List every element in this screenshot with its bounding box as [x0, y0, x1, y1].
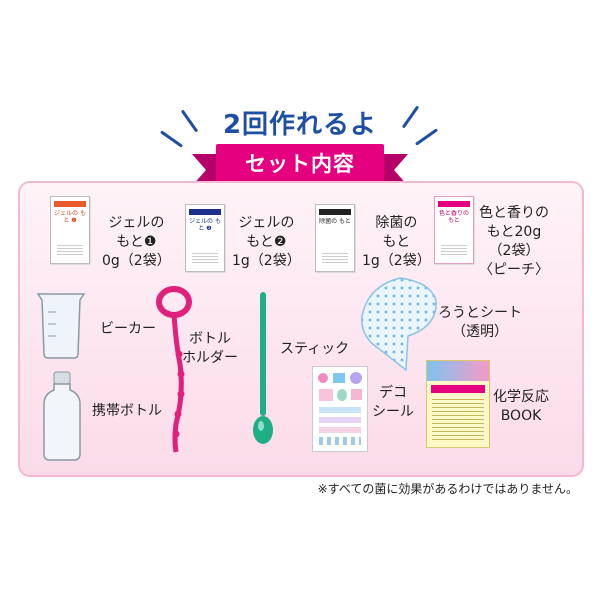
holder-line-2: ホルダー	[182, 350, 238, 366]
sticker	[351, 389, 362, 400]
antibac-line-1: 除菌の	[375, 215, 418, 231]
antibac-label: 除菌の もと 1g（2袋）	[362, 214, 431, 271]
beaker-image	[36, 293, 86, 359]
scent-line-3: （2袋）	[488, 243, 540, 259]
deco-label: デコ シール	[372, 384, 414, 422]
gel1-line-3: 0g（2袋）	[102, 253, 171, 269]
deco-line-2: シール	[372, 404, 414, 420]
pack-title: 色と香りの もと	[438, 210, 469, 224]
gel1-line-1: ジェルの	[108, 215, 165, 231]
chemistry-book-image	[426, 360, 490, 448]
book-line-2: BOOK	[500, 408, 542, 424]
holder-line-1: ボトル	[189, 331, 231, 347]
antibac-line-2: もと	[382, 234, 411, 250]
disclaimer-note: ※すべての菌に効果があるわけではありません。	[317, 482, 578, 496]
sticker	[319, 389, 333, 401]
sticker	[319, 417, 361, 423]
pack-title: ジェルの もと ❷	[189, 218, 221, 232]
gel2-pack-image: ジェルの もと ❷	[185, 204, 225, 272]
ribbon-label: セット内容	[216, 144, 384, 182]
bottle-image	[43, 371, 81, 461]
funnel-line-1: ろうとシート	[438, 305, 522, 321]
stick-label: スティック	[280, 341, 350, 357]
pack-band	[319, 209, 351, 215]
pack-title: ジェルの もと ❶	[54, 210, 86, 224]
headline: 2回作れるよ	[150, 98, 450, 148]
deco-line-1: デコ	[379, 385, 407, 401]
sticker	[319, 427, 361, 433]
pack-band	[438, 201, 470, 207]
sticker	[319, 407, 361, 413]
gel1-label: ジェルの もと❶ 0g（2袋）	[102, 214, 171, 271]
sticker	[350, 372, 362, 384]
headline-text: 2回作れるよ	[222, 110, 378, 140]
pack-text-lines	[322, 253, 348, 263]
stick-image	[253, 292, 273, 444]
pack-text-lines	[441, 245, 467, 255]
book-text-lines	[432, 399, 484, 441]
funnel-sheet-image	[361, 277, 437, 372]
book-title-band	[431, 385, 485, 393]
book-label: 化学反応 BOOK	[493, 388, 549, 426]
holder-label: ボトル ホルダー	[182, 330, 238, 368]
bottle-label: 携帯ボトル	[92, 403, 162, 419]
sticker	[318, 373, 328, 383]
gel2-line-3: 1g（2袋）	[232, 253, 301, 269]
gel2-label: ジェルの もと❷ 1g（2袋）	[232, 214, 301, 271]
scent-pack-image: 色と香りの もと	[434, 196, 474, 264]
gel1-pack-image: ジェルの もと ❶	[50, 196, 90, 264]
antibac-pack-image: 除菌の もと	[315, 204, 355, 272]
scent-line-4: 〈ピーチ〉	[479, 262, 549, 278]
book-line-1: 化学反応	[493, 389, 549, 405]
scent-label: 色と香りの もと20g （2袋） 〈ピーチ〉	[479, 204, 549, 280]
sticker	[319, 437, 361, 445]
pack-title: 除菌の もと	[319, 218, 351, 225]
sticker	[333, 373, 345, 383]
beaker-label: ビーカー	[100, 321, 156, 337]
gel1-line-2: もと❶	[116, 234, 157, 250]
scent-line-1: 色と香りの	[479, 205, 549, 221]
book-header	[427, 361, 489, 381]
funnel-line-2: （透明）	[452, 324, 508, 340]
sticker	[337, 389, 347, 401]
pack-band	[54, 201, 86, 207]
scent-line-2: もと20g	[486, 224, 542, 240]
deco-sticker-sheet-image	[312, 366, 368, 452]
funnel-label: ろうとシート （透明）	[438, 304, 522, 342]
antibac-line-3: 1g（2袋）	[362, 253, 431, 269]
gel2-line-2: もと❷	[246, 234, 287, 250]
pack-band	[189, 209, 221, 215]
pack-text-lines	[192, 253, 218, 263]
pack-text-lines	[57, 245, 83, 255]
gel2-line-1: ジェルの	[238, 215, 295, 231]
bottle-holder-image	[156, 286, 192, 453]
